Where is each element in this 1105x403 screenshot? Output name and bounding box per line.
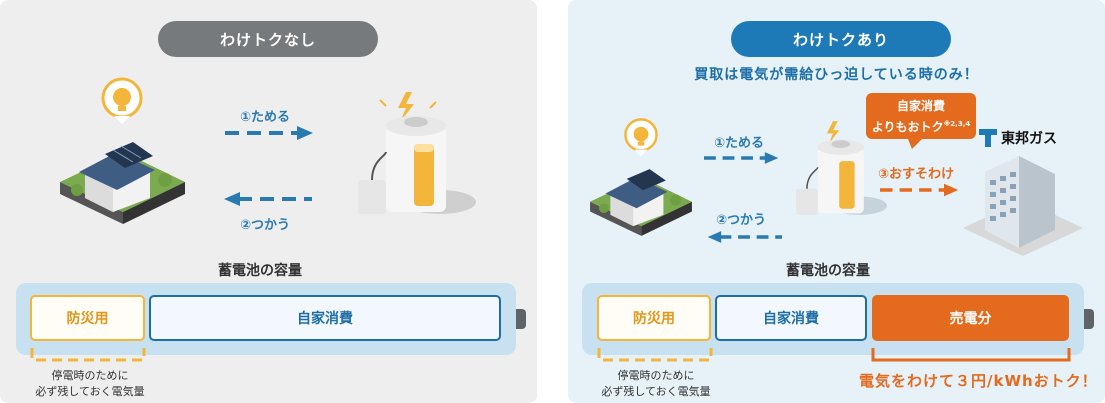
arrow-use-label: ②つかう (716, 213, 767, 228)
battery-tank-icon (796, 121, 887, 215)
sell-bracket (871, 348, 1071, 362)
arrow-orange-icon (880, 183, 959, 197)
arrow-store-label: ①ためる (714, 136, 765, 151)
segment-sell: 売電分 (872, 295, 1069, 341)
arrow-left-icon (224, 192, 312, 206)
bubble-note: ※2,3,4 (943, 120, 971, 128)
bubble-line2-wrap: よりもおトク※2,3,4 (866, 115, 976, 136)
segment-bousai: 防災用 (30, 295, 145, 341)
note-line1: 停電時のために (51, 369, 129, 382)
bousai-bracket (597, 348, 713, 362)
pill-without-waketoku: わけトクなし (158, 21, 378, 57)
toho-logo-icon (979, 129, 997, 147)
arrow-left-icon (707, 231, 782, 243)
house-solar-icon (60, 142, 185, 224)
bubble-line1: 自家消費 (896, 99, 945, 113)
bulb-icon (101, 77, 143, 124)
bousai-bracket (30, 348, 146, 362)
battery-tank-icon (358, 92, 476, 214)
arrow-store-label: ①ためる (240, 110, 291, 125)
battery-terminal (1084, 309, 1094, 329)
capacity-title: 蓄電池の容量 (218, 263, 302, 279)
arrow-split-label: ③おすそわけ (878, 167, 955, 182)
battery-terminal (516, 309, 526, 329)
bubble-line2: よりもおトク (871, 120, 944, 134)
panel-without-waketoku: わけトクなし ①ためる ②つかう (0, 0, 537, 403)
segment-self-use: 自家消費 (715, 295, 867, 341)
arrow-right-icon (225, 126, 313, 140)
note-line1: 停電時のために (617, 369, 695, 382)
bulb-icon (624, 118, 658, 157)
note-line2: 必ず残しておく電気量 (601, 385, 711, 398)
toho-gas-brand: 東邦ガス (979, 128, 1057, 148)
segment-self-use: 自家消費 (149, 295, 501, 341)
pill-with-waketoku: わけトクあり (731, 21, 951, 57)
bubble-better-than-self-use: 自家消費 よりもおトク※2,3,4 (866, 93, 976, 139)
note-line2: 必ず残しておく電気量 (35, 385, 145, 398)
brand-name: 東邦ガス (1001, 131, 1057, 147)
arrow-right-icon (704, 152, 779, 164)
panel-with-waketoku: わけトクあり 買取は電気が需給ひっ迫している時のみ！ ①ためる ②つかう (568, 0, 1105, 403)
house-solar-icon (590, 169, 692, 236)
capacity-title: 蓄電池の容量 (786, 263, 870, 279)
building-icon (963, 156, 1083, 256)
headline: 買取は電気が需給ひっ迫している時のみ！ (694, 67, 979, 83)
segment-bousai: 防災用 (597, 295, 711, 341)
arrow-use-label: ②つかう (240, 218, 291, 233)
benefit-text: 電気をわけて３円/kWhおトク！ (859, 372, 1098, 390)
bubble-tail (908, 139, 922, 149)
